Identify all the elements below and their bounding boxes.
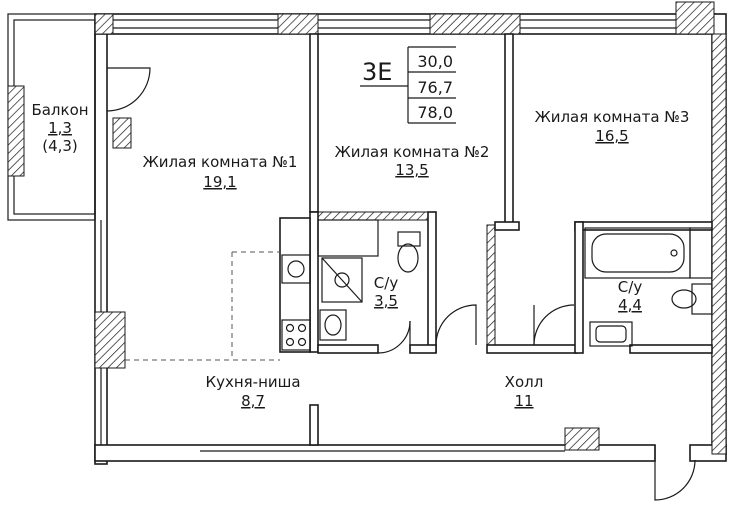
hall-area: 11: [514, 392, 533, 410]
doors: [106, 67, 696, 501]
room2-name: Жилая комната №2: [335, 143, 490, 161]
shower-tray-icon: [321, 257, 363, 303]
living-area-value: 30,0: [417, 52, 453, 71]
total-area-balcony-value: 78,0: [417, 103, 453, 122]
bathroom2-area: 4,4: [618, 296, 642, 314]
bathroom2-fixtures: [584, 227, 713, 347]
washbasin-icon: [319, 309, 347, 341]
toilet-icon: [671, 289, 697, 309]
balcony-area-reduced: (4,3): [42, 137, 78, 155]
bathroom1-fixtures: [317, 219, 421, 341]
bathroom2-name: С/у: [618, 278, 643, 296]
toilet-tank-icon: [691, 283, 713, 315]
bathroom1-name: С/у: [374, 274, 399, 292]
kitchen-equipment: [125, 251, 311, 361]
toilet-icon: [397, 243, 419, 273]
area-table: 3Е 30,0 76,7 78,0: [360, 46, 456, 124]
hall-name: Холл: [505, 373, 544, 391]
toilet-tank-icon: [397, 231, 421, 247]
room1-name: Жилая комната №1: [143, 153, 298, 171]
balcony-area: 1,3: [48, 119, 72, 137]
interior-walls: [279, 33, 713, 446]
room2-area: 13,5: [395, 161, 428, 179]
sink-icon: [281, 254, 311, 284]
structural-hatch: [94, 1, 727, 455]
stove-icon: [281, 319, 311, 351]
room3-name: Жилая комната №3: [535, 108, 690, 126]
kitchen-area: 8,7: [241, 392, 265, 410]
windows: [100, 19, 676, 452]
kitchen-name: Кухня-ниша: [205, 373, 300, 391]
bathroom1-area: 3,5: [374, 292, 398, 310]
balcony-name: Балкон: [31, 101, 88, 119]
total-area-value: 76,7: [417, 78, 453, 97]
apartment-type-code: 3Е: [362, 58, 392, 86]
room3-area: 16,5: [595, 127, 628, 145]
washbasin-icon: [589, 321, 633, 347]
room1-area: 19,1: [203, 173, 236, 191]
balcony-outline: [7, 13, 96, 221]
room-labels: Балкон 1,3 (4,3) Жилая комната №1 19,1 Ж…: [31, 101, 689, 410]
exterior-walls: [94, 13, 727, 465]
